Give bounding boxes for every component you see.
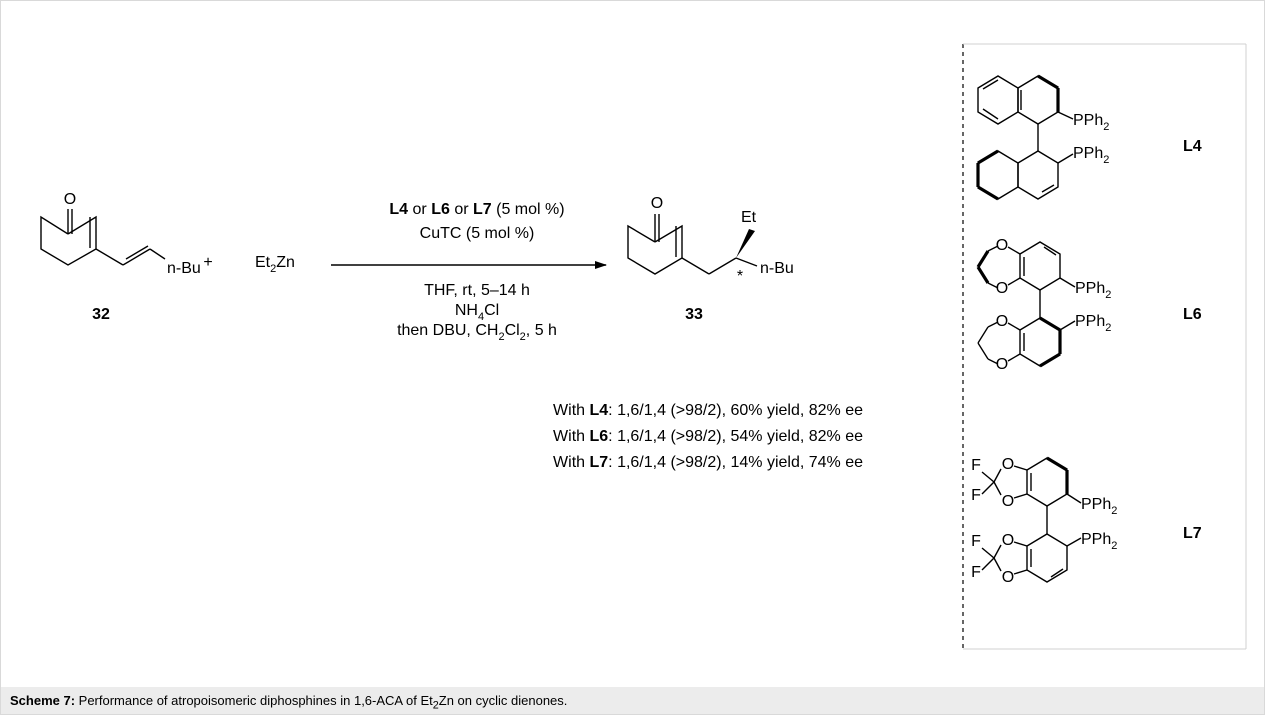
conditions-dbu: then DBU, CH2Cl2, 5 h bbox=[397, 322, 557, 343]
conditions-catalyst: CuTC (5 mol %) bbox=[420, 225, 535, 242]
ligand-l6-label: L6 bbox=[1183, 306, 1202, 323]
ligand-l7-pph2-bottom: PPh2 bbox=[1081, 531, 1117, 552]
ligand-l4-label: L4 bbox=[1183, 138, 1202, 155]
product-33-wedge-bond bbox=[736, 229, 755, 258]
result-l4: With L4: 1,6/1,4 (>98/2), 60% yield, 82%… bbox=[553, 402, 863, 419]
ligand-l6-o1: O bbox=[996, 237, 1008, 254]
ligand-l7-o3: O bbox=[1002, 532, 1014, 549]
ligand-l6-o2: O bbox=[996, 280, 1008, 297]
ligand-l7-label: L7 bbox=[1183, 525, 1202, 542]
caption-subscript: 2 bbox=[432, 699, 439, 712]
ligand-l4-pph2-top: PPh2 bbox=[1073, 112, 1109, 133]
ligand-l6-o3: O bbox=[996, 313, 1008, 330]
caption-bar: Scheme 7: Performance of atropoisomeric … bbox=[1, 687, 1264, 714]
conditions-solvent: THF, rt, 5–14 h bbox=[424, 282, 530, 299]
product-33-nbu: n-Bu bbox=[760, 260, 794, 277]
result-l7: With L7: 1,6/1,4 (>98/2), 14% yield, 74%… bbox=[553, 454, 863, 471]
product-33-ethyl: Et bbox=[741, 209, 757, 226]
reactant-32-structure bbox=[40, 209, 166, 266]
ligand-l6-pph2-top: PPh2 bbox=[1075, 280, 1111, 301]
product-33-carbonyl-o: O bbox=[651, 195, 663, 212]
ligand-l6-o4: O bbox=[996, 356, 1008, 373]
conditions-quench: NH4Cl bbox=[455, 302, 499, 323]
caption-label: Scheme 7: bbox=[10, 693, 76, 708]
conditions-ligands: L4 or L6 or L7 (5 mol %) bbox=[389, 201, 564, 218]
ligand-l7-o1: O bbox=[1002, 456, 1014, 473]
reactant-32-label: 32 bbox=[92, 306, 110, 323]
ligand-l7-f1: F bbox=[971, 457, 981, 474]
plus-sign: + bbox=[203, 254, 212, 271]
ligand-l7-f3: F bbox=[971, 533, 981, 550]
ligand-l6-pph2-bottom: PPh2 bbox=[1075, 313, 1111, 334]
reactant-32-nbu: n-Bu bbox=[167, 260, 201, 277]
ligand-panel-border bbox=[962, 43, 1247, 650]
reactant-32-carbonyl-o: O bbox=[64, 191, 76, 208]
product-33-stereocenter: * bbox=[737, 268, 743, 285]
result-l6: With L6: 1,6/1,4 (>98/2), 54% yield, 82%… bbox=[553, 428, 863, 445]
ligand-l7-f2: F bbox=[971, 487, 981, 504]
ligand-l7-structure bbox=[981, 456, 1082, 583]
ligand-l7-o2: O bbox=[1002, 493, 1014, 510]
caption-text-post: Zn on cyclic dienones. bbox=[438, 693, 568, 708]
ligand-l4-pph2-bottom: PPh2 bbox=[1073, 145, 1109, 166]
ligand-l7-f4: F bbox=[971, 564, 981, 581]
ligand-l7-o4: O bbox=[1002, 569, 1014, 586]
product-33-label: 33 bbox=[685, 306, 703, 323]
ligand-l6-structure bbox=[976, 241, 1076, 368]
reagent-et2zn: Et2Zn bbox=[255, 254, 295, 275]
ligand-l4-structure bbox=[976, 74, 1074, 201]
reaction-scheme: O n-Bu 32 + Et2Zn L4 or L6 or L7 (5 mol … bbox=[40, 43, 1247, 650]
scheme-caption: Scheme 7: Performance of atropoisomeric … bbox=[10, 693, 567, 712]
ligand-l7-pph2-top: PPh2 bbox=[1081, 496, 1117, 517]
product-33-structure bbox=[627, 214, 758, 275]
caption-text-pre: Performance of atropoisomeric diphosphin… bbox=[75, 693, 433, 708]
